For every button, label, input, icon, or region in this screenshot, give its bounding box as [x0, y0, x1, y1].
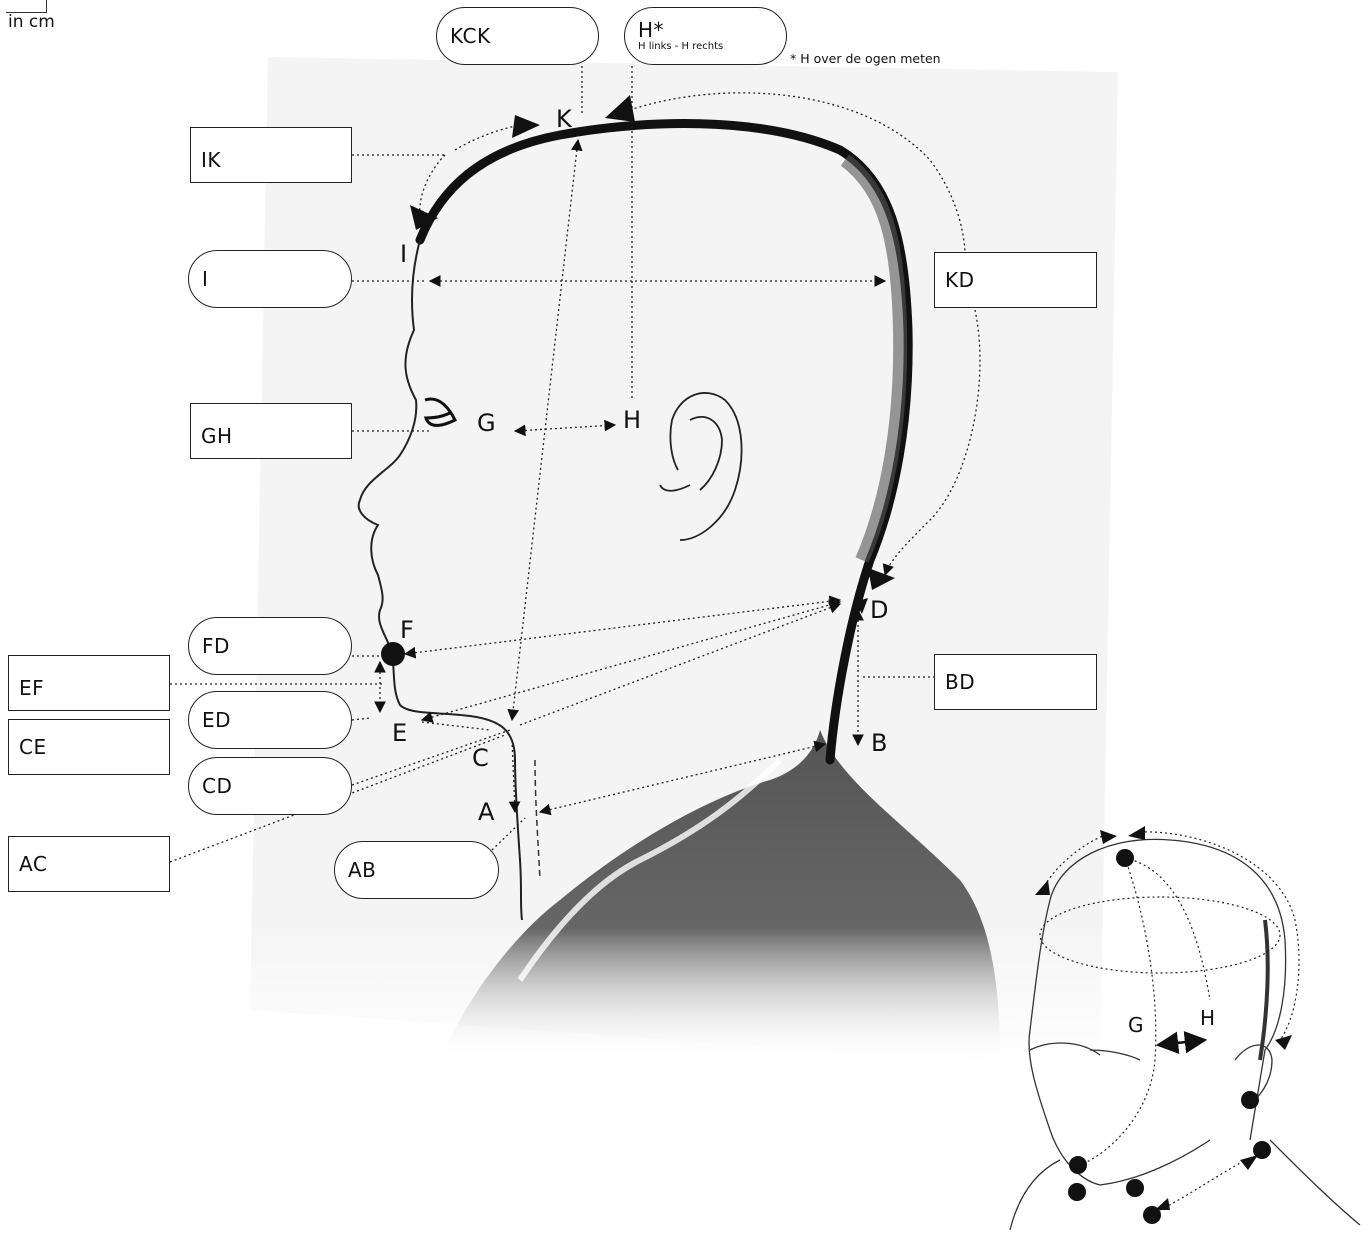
- field-ac-label: AC: [19, 852, 48, 876]
- field-kd-label: KD: [945, 268, 975, 292]
- field-ik[interactable]: IK: [190, 127, 352, 183]
- field-kck[interactable]: KCK: [436, 7, 599, 65]
- point-g: G: [477, 409, 496, 437]
- field-ef[interactable]: EF: [8, 655, 170, 711]
- field-ab[interactable]: AB: [334, 841, 499, 899]
- point-f-dot: [381, 642, 405, 666]
- point-d: D: [870, 596, 889, 624]
- inset-head: [1009, 838, 1361, 1231]
- field-ab-label: AB: [348, 858, 377, 882]
- field-ed[interactable]: ED: [188, 691, 352, 749]
- face-profile: [357, 239, 523, 921]
- h-note: * H over de ogen meten: [790, 51, 941, 66]
- field-kck-label: KCK: [450, 24, 491, 48]
- point-c: C: [472, 744, 489, 772]
- field-h-sublabel: H links - H rechts: [638, 41, 724, 52]
- shoulder-shape: [440, 730, 1000, 1060]
- field-bd-label: BD: [945, 670, 976, 694]
- inset-point-g: G: [1128, 1013, 1144, 1037]
- field-ac[interactable]: AC: [8, 836, 170, 892]
- field-ef-label: EF: [19, 676, 45, 700]
- inset-dotted: [1039, 831, 1300, 1211]
- field-ed-label: ED: [202, 708, 232, 732]
- field-fd[interactable]: FD: [188, 617, 352, 675]
- field-gh[interactable]: GH: [190, 403, 352, 459]
- field-i-label: I: [202, 267, 209, 291]
- point-i: I: [400, 240, 408, 268]
- field-cd-label: CD: [202, 774, 233, 798]
- unit-box: [6, 0, 47, 13]
- field-gh-label: GH: [201, 424, 233, 448]
- field-cd[interactable]: CD: [188, 757, 352, 815]
- point-f: F: [400, 616, 414, 644]
- point-k: K: [556, 105, 572, 133]
- point-b: B: [871, 729, 888, 757]
- ear: [659, 392, 743, 541]
- point-e: E: [392, 719, 408, 747]
- field-bd[interactable]: BD: [934, 654, 1097, 710]
- field-ce-label: CE: [19, 735, 47, 759]
- field-ce[interactable]: CE: [8, 719, 170, 775]
- inset-point-h: H: [1200, 1006, 1216, 1030]
- field-ik-label: IK: [201, 148, 222, 172]
- field-kd[interactable]: KD: [934, 252, 1097, 308]
- field-fd-label: FD: [202, 634, 230, 658]
- point-h: H: [623, 406, 642, 434]
- unit-label: in cm: [8, 12, 55, 32]
- point-a: A: [478, 798, 495, 826]
- eye: [423, 397, 458, 427]
- field-i[interactable]: I: [188, 250, 352, 308]
- field-h[interactable]: H* H links - H rechts: [624, 7, 787, 65]
- field-h-label: H*: [638, 18, 665, 42]
